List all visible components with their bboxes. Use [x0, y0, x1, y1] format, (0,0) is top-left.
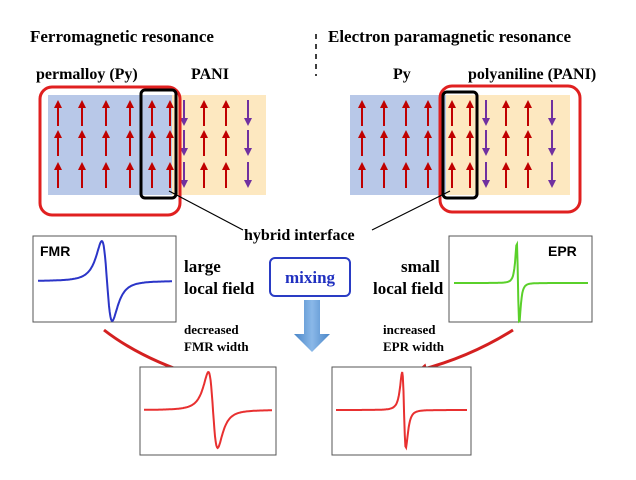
spin-up-arrow: [148, 130, 156, 156]
spin-up-arrow: [78, 162, 86, 188]
fmr-signal-curve: [38, 239, 172, 323]
spin-up-arrow: [78, 100, 86, 126]
right-pani-label: polyaniline (PANI): [468, 66, 596, 83]
spin-down-arrow: [244, 100, 252, 126]
right-pani-region: [446, 95, 570, 195]
right-interface-box: [441, 90, 479, 200]
spin-up-arrow: [166, 130, 174, 156]
spin-up-arrow: [222, 100, 230, 126]
spin-up-arrow: [222, 130, 230, 156]
spin-up-arrow: [524, 130, 532, 156]
spin-down-arrow: [482, 100, 490, 126]
right-py-label: Py: [393, 66, 411, 83]
spin-up-arrow: [380, 130, 388, 156]
spin-up-arrow: [200, 100, 208, 126]
left-schematic: [38, 85, 266, 217]
spin-up-arrow: [380, 162, 388, 188]
decreased-line2: FMR width: [184, 339, 249, 354]
spin-up-arrow: [126, 130, 134, 156]
fmr-note-line1: large: [184, 257, 221, 276]
interface-pointer-left: [168, 190, 244, 231]
spin-up-arrow: [424, 162, 432, 188]
spin-up-arrow: [402, 100, 410, 126]
left-py-label: permalloy (Py): [36, 66, 138, 83]
spin-up-arrow: [502, 162, 510, 188]
epr-note-line2: local field: [373, 279, 444, 298]
spin-down-arrow: [180, 100, 188, 126]
spin-up-arrow: [466, 162, 474, 188]
spin-up-arrow: [448, 162, 456, 188]
spin-up-arrow: [102, 162, 110, 188]
spin-down-arrow: [548, 162, 556, 188]
spin-up-arrow: [126, 100, 134, 126]
spin-up-arrow: [126, 162, 134, 188]
mixing-label: mixing: [285, 268, 336, 287]
fmr-note-line2: local field: [184, 279, 255, 298]
spin-up-arrow: [166, 162, 174, 188]
right-title: Electron paramagnetic resonance: [328, 27, 571, 46]
decreased-line1: decreased: [184, 322, 239, 337]
hybrid-interface-label: hybrid interface: [244, 227, 355, 244]
spin-down-arrow: [180, 162, 188, 188]
spin-up-arrow: [448, 100, 456, 126]
left-ferromagnet-highlight: [38, 85, 182, 217]
increased-line2: EPR width: [383, 339, 445, 354]
right-pani-highlight: [438, 84, 582, 214]
interface-pointer-right: [371, 190, 451, 231]
right-py-region: [350, 95, 446, 195]
spin-up-arrow: [466, 100, 474, 126]
mixing-down-arrow: [294, 300, 330, 352]
epr-result-curve: [336, 371, 467, 451]
spin-down-arrow: [180, 130, 188, 156]
left-spin-arrays: [54, 100, 252, 188]
spin-up-arrow: [358, 162, 366, 188]
spin-up-arrow: [380, 100, 388, 126]
left-py-region: [48, 95, 172, 195]
left-pani-label: PANI: [191, 66, 229, 83]
spin-down-arrow: [244, 162, 252, 188]
spin-up-arrow: [524, 162, 532, 188]
spin-up-arrow: [148, 100, 156, 126]
spin-down-arrow: [244, 130, 252, 156]
fmr-panel-label: FMR: [40, 243, 70, 259]
spin-up-arrow: [200, 162, 208, 188]
spin-down-arrow: [548, 130, 556, 156]
epr-panel-label: EPR: [548, 243, 577, 259]
epr-note-line1: small: [401, 257, 440, 276]
mixing-box: [269, 257, 351, 297]
increased-line1: increased: [383, 322, 436, 337]
spin-up-arrow: [78, 130, 86, 156]
right-spin-arrays: [358, 100, 556, 188]
spin-up-arrow: [424, 100, 432, 126]
epr-signal-curve: [454, 240, 588, 324]
spin-up-arrow: [402, 130, 410, 156]
spin-up-arrow: [502, 100, 510, 126]
left-pani-region: [172, 95, 266, 195]
spin-up-arrow: [222, 162, 230, 188]
spin-up-arrow: [358, 130, 366, 156]
spin-up-arrow: [358, 100, 366, 126]
spin-up-arrow: [102, 100, 110, 126]
spin-up-arrow: [502, 130, 510, 156]
spin-up-arrow: [148, 162, 156, 188]
spin-up-arrow: [424, 130, 432, 156]
left-title: Ferromagnetic resonance: [30, 27, 214, 46]
spin-up-arrow: [200, 130, 208, 156]
spin-up-arrow: [402, 162, 410, 188]
spin-up-arrow: [448, 130, 456, 156]
spin-up-arrow: [466, 130, 474, 156]
spin-up-arrow: [54, 162, 62, 188]
spin-up-arrow: [166, 100, 174, 126]
left-interface-box: [139, 88, 178, 200]
spin-up-arrow: [54, 130, 62, 156]
right-schematic: [350, 84, 582, 214]
spin-up-arrow: [524, 100, 532, 126]
spin-up-arrow: [54, 100, 62, 126]
spin-down-arrow: [548, 100, 556, 126]
spin-down-arrow: [482, 162, 490, 188]
spin-down-arrow: [482, 130, 490, 156]
spin-up-arrow: [102, 130, 110, 156]
fmr-result-curve: [144, 371, 272, 450]
